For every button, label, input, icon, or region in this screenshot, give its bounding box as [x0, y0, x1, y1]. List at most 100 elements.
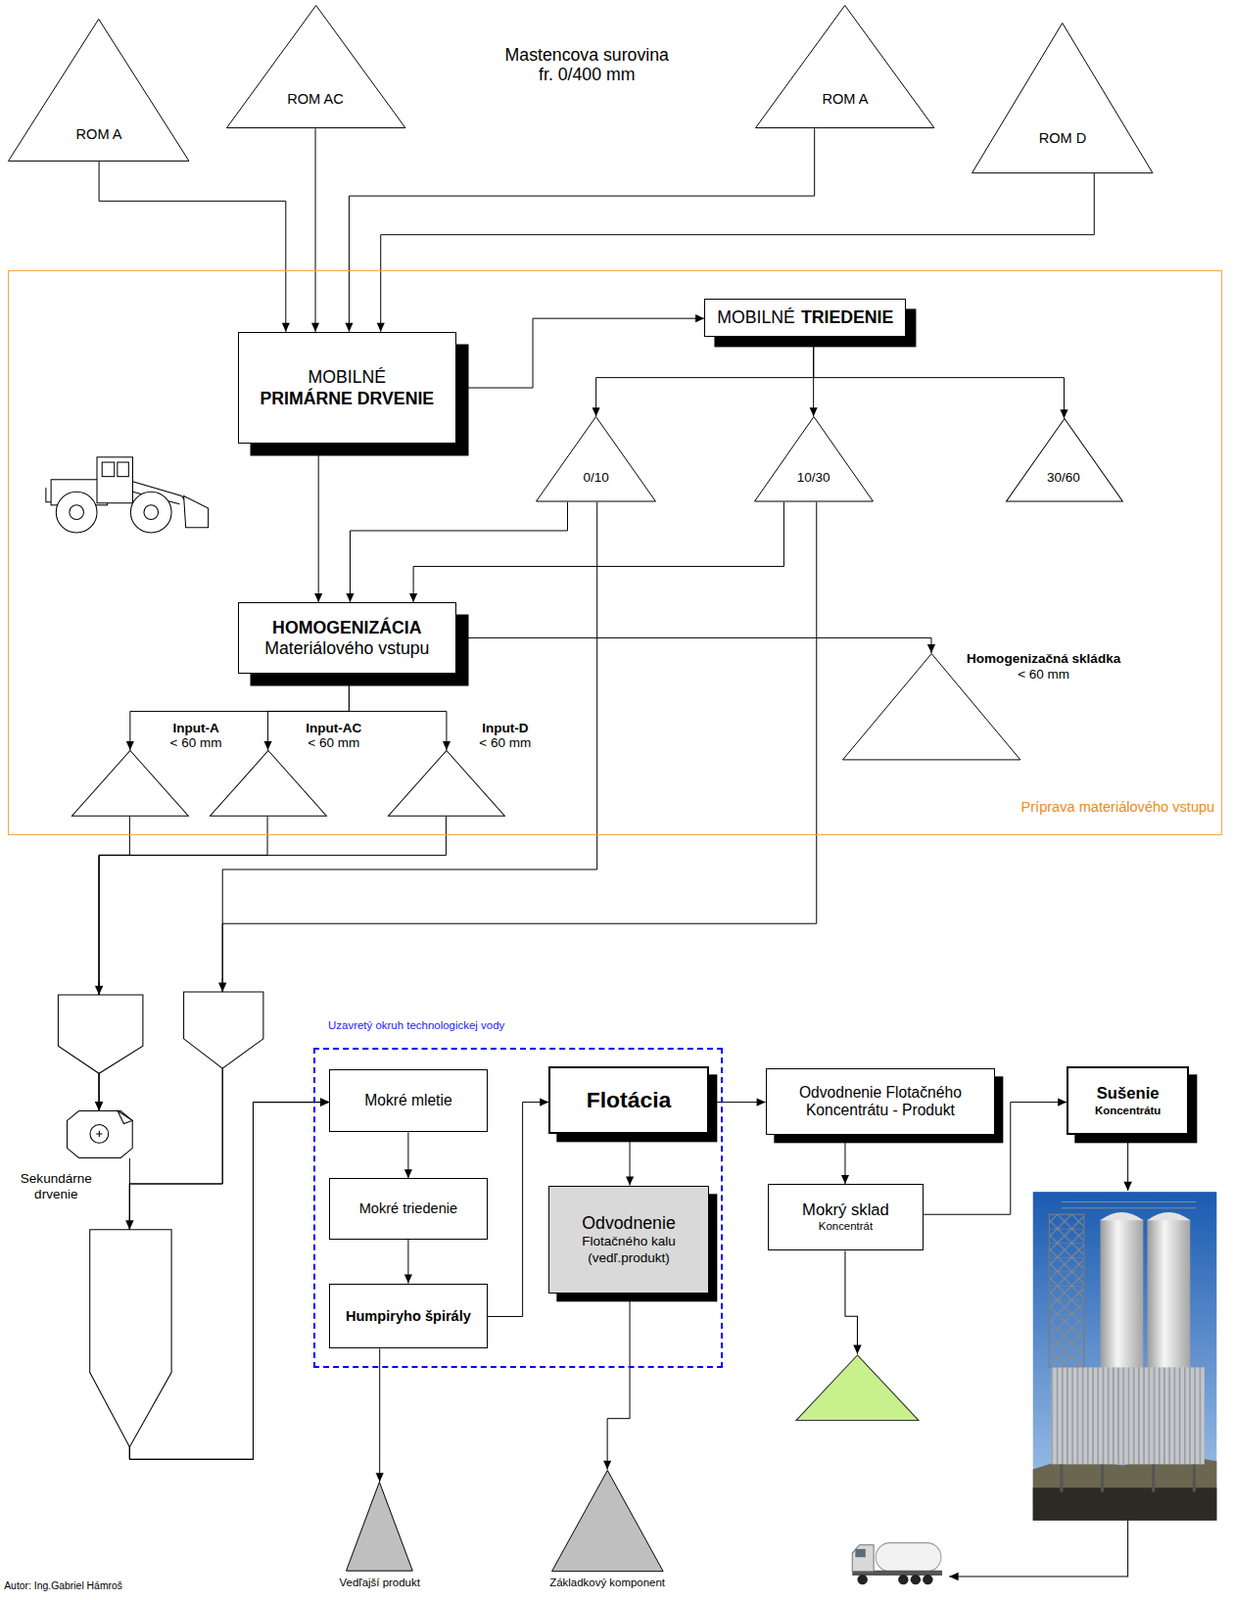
triangle-outline — [535, 416, 657, 503]
node-text: PRIMÁRNE DRVENIE — [259, 388, 434, 409]
flow-arrow — [487, 1102, 550, 1318]
text-holder: ROM A — [41, 126, 158, 143]
text-holder: Input-AC< 60 mm — [295, 720, 372, 752]
node-text: Mokré mletie — [364, 1091, 452, 1110]
node-text: Mokrý sklad — [802, 1200, 890, 1220]
node-text: MOBILNÉ — [716, 307, 796, 328]
node-text: < 60 mm — [944, 666, 1143, 683]
flow-arrow — [349, 502, 568, 603]
flow-arrow — [315, 128, 317, 332]
region-band: MOBILNÉPRIMÁRNE DRVENIEMOBILNÉTRIEDENIE0… — [7, 270, 1222, 835]
flow-arrow — [407, 1132, 409, 1179]
node-text: Input-A — [158, 720, 235, 737]
tanker-truck — [852, 1543, 943, 1586]
node-text: Mokré triedenie — [359, 1200, 458, 1218]
crusher-node: Sekundárne drvenie — [66, 1110, 134, 1159]
text-holder: 30/60 — [1022, 470, 1104, 486]
inflow-arrow — [98, 978, 1129, 1577]
flow-arrow — [629, 1134, 631, 1186]
text-holder: Uzavretý okruh technologickej vody — [328, 1019, 594, 1033]
node-text: Materiálového vstupu — [264, 638, 429, 659]
stockpile-triangle: Vedľajší produkt — [345, 1481, 414, 1572]
text-holder: ROM AC — [255, 91, 377, 108]
label-box: Autor: Ing.Gabriel Hámroš — [3, 1580, 239, 1593]
process-box: Humpiryho špirály — [329, 1283, 488, 1350]
triangle-outline — [551, 1470, 664, 1572]
stockpile-triangle: Input-AC< 60 mm — [209, 750, 328, 817]
node-text: TRIEDENIE — [801, 307, 894, 328]
stockpile-triangle: Input-D< 60 mm — [387, 750, 506, 817]
process-box: Mokré triedenie — [329, 1178, 488, 1240]
process-box: MOBILNÉPRIMÁRNE DRVENIE — [237, 331, 457, 445]
node-text: ROM A — [41, 126, 158, 143]
text-holder: ROM D — [1005, 130, 1121, 147]
note-label: Mastencova surovina fr. 0/400 mm — [500, 45, 674, 86]
process-box: MOBILNÉTRIEDENIE — [704, 298, 906, 337]
node-text: Flotácia — [586, 1087, 672, 1113]
silo-photo — [1033, 1191, 1218, 1521]
node-text: < 60 mm — [158, 735, 235, 752]
text-holder: Príprava materiálového vstupu — [918, 799, 1215, 816]
node-text: Koncentrát — [818, 1220, 873, 1233]
node-text: Flotačného kalu — [581, 1233, 676, 1250]
flow-arrow — [709, 1101, 766, 1103]
node-text: Sekundárne drvenie — [4, 1171, 107, 1202]
text-holder: Základkový komponent — [530, 1576, 684, 1590]
stockpile-triangle: Homogenizačná skládka< 60 mm — [842, 653, 1021, 760]
node-text: ROM AC — [255, 91, 377, 108]
node-text: ROM A — [786, 91, 905, 108]
wheel-loader — [46, 457, 209, 533]
node-text: MOBILNÉ — [307, 367, 386, 387]
flow-arrow — [348, 673, 447, 751]
node-text: Základkový komponent — [530, 1576, 684, 1590]
node-text: Sušenie — [1096, 1084, 1160, 1103]
node-text: Homogenizačná skládka — [944, 651, 1143, 667]
flow-arrow — [98, 161, 286, 332]
flow-arrow — [380, 173, 1095, 332]
stockpile-triangle: 0/10 — [535, 416, 657, 503]
product-pile — [796, 1355, 919, 1422]
node-text: Odvodnenie Flotačného Koncentrátu - Prod… — [784, 1084, 977, 1120]
node-text: Input-AC — [295, 720, 372, 737]
process-box: Odvodnenie Flotačného Koncentrátu - Prod… — [765, 1068, 996, 1136]
flow-arrow — [413, 502, 784, 603]
node-text: Príprava materiálového vstupu — [918, 799, 1215, 816]
node-text: 10/30 — [772, 470, 854, 486]
triangle-outline — [226, 4, 406, 129]
node-text: Humpiryho špirály — [345, 1308, 472, 1326]
region-band: Mokré mletieMokré triedenieHumpiryho špi… — [313, 1047, 723, 1368]
process-box: Mokrý skladKoncentrát — [767, 1184, 924, 1251]
triangle-outline — [971, 22, 1154, 174]
flow-arrow — [129, 502, 816, 1461]
node-text: Input-D — [467, 720, 543, 737]
flow-arrow — [379, 1348, 380, 1482]
stockpile-triangle: 30/60 — [1005, 418, 1124, 502]
triangle-outline — [387, 750, 506, 817]
flow-arrow — [456, 637, 932, 654]
stockpile-triangle: ROM A — [7, 18, 190, 162]
node-text: Uzavretý okruh technologickej vody — [328, 1019, 594, 1033]
node-text: HOMOGENIZÁCIA — [272, 617, 422, 638]
process-box: OdvodnenieFlotačného kalu(vedľ.produkt) — [548, 1185, 710, 1294]
hopper — [57, 992, 263, 1448]
flow-arrow — [844, 1135, 846, 1185]
crusher-symbol — [66, 1110, 134, 1159]
stockpile-triangle: 10/30 — [754, 416, 874, 503]
text-holder: Homogenizačná skládka< 60 mm — [944, 651, 1143, 682]
triangle-outline — [842, 653, 1021, 760]
text-holder: ROM A — [786, 91, 905, 108]
flow-arrow — [129, 502, 597, 1461]
text-holder: 10/30 — [772, 470, 854, 486]
process-box: HOMOGENIZÁCIAMateriálového vstupu — [237, 602, 457, 674]
flow-arrow — [98, 816, 268, 1111]
process-box: Mokré mletie — [329, 1069, 488, 1134]
flow-arrow — [318, 443, 320, 603]
stockpile-triangle: ROM A — [755, 4, 935, 129]
stockpile-triangle: Základkový komponent — [551, 1470, 664, 1572]
stockpile-triangle: Input-A< 60 mm — [71, 750, 190, 817]
note-label: Autor: Ing.Gabriel Hámroš — [3, 1580, 239, 1593]
node-text: ROM D — [1005, 130, 1121, 147]
triangle-outline — [71, 750, 190, 817]
triangle-outline — [755, 4, 935, 129]
text-holder: 0/10 — [556, 470, 636, 486]
